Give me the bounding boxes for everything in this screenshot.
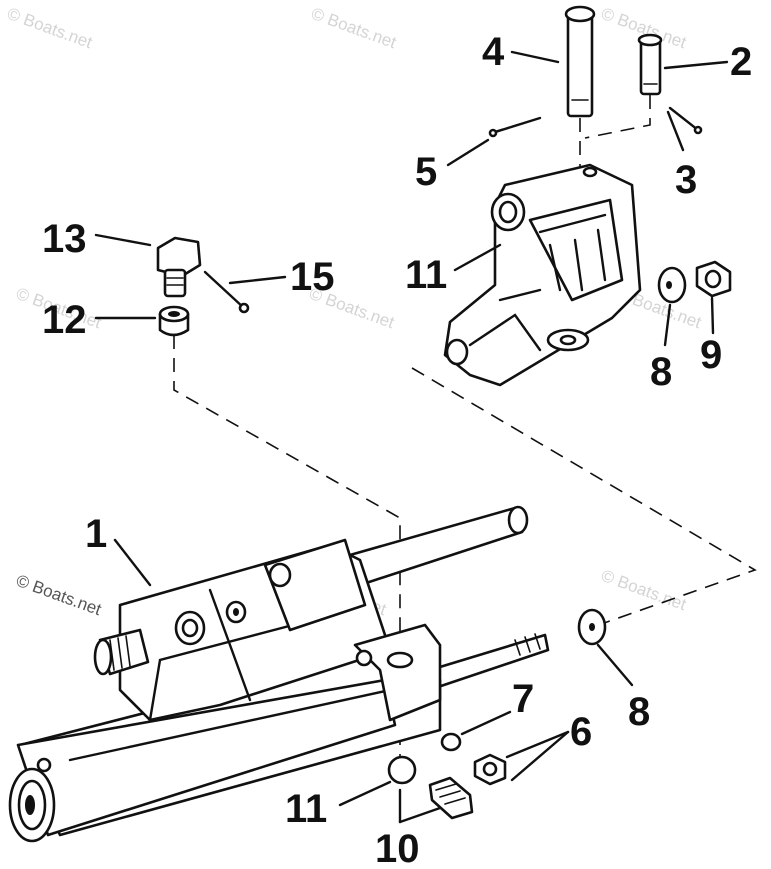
alignment-line (584, 95, 651, 139)
part-5-cotter-pin (488, 116, 542, 138)
alignment-line (411, 367, 757, 629)
leader-15 (228, 275, 287, 285)
watermark: © Boats.net (5, 4, 95, 52)
leader-8a (663, 303, 672, 347)
callout-15: 15 (290, 255, 335, 299)
watermark: © Boats.net (309, 4, 399, 52)
callout-13: 12 (42, 298, 87, 342)
callout-2: 2 (730, 40, 752, 84)
part-1-cylinder-assembly (8, 505, 550, 843)
callout-3: 3 (675, 158, 697, 202)
part-6-fitting (473, 753, 507, 786)
alignment-line (173, 335, 401, 660)
callout-5: 5 (415, 150, 437, 194)
callout-9: 9 (700, 333, 722, 377)
part-12-bracket (443, 163, 642, 387)
part-10-fitting (428, 776, 474, 820)
leader-lines (94, 50, 729, 824)
part-15-pin (203, 270, 250, 314)
watermark: © Boats.net (14, 571, 104, 619)
watermark: © Boats.net (599, 566, 689, 614)
callout-11: 11 (285, 787, 327, 831)
leader-10b (398, 806, 442, 824)
callout-8-bottom: 8 (628, 690, 650, 734)
leader-6a (505, 730, 570, 759)
leader-5 (446, 138, 490, 167)
callout-6: 6 (570, 710, 592, 754)
part-13-sleeve (158, 305, 190, 337)
part-7-o-ring (440, 732, 462, 752)
part-9-nut (695, 260, 732, 298)
leader-7 (460, 710, 512, 736)
leader-2 (663, 60, 729, 70)
callout-4: 4 (482, 30, 505, 74)
callout-7: 7 (512, 677, 534, 721)
callout-1: 1 (85, 512, 107, 556)
part-8-washer-top (657, 266, 687, 304)
callout-10: 10 (375, 827, 420, 869)
leader-9 (710, 296, 715, 335)
leader-12 (453, 243, 502, 272)
leader-3 (666, 110, 685, 152)
callout-labels: 4 2 3 5 11 13 15 12 8 9 1 8 7 6 11 10 (42, 30, 752, 869)
part-8-washer-bottom (577, 608, 607, 646)
part-2-short-pin (637, 33, 663, 96)
leader-6b (510, 730, 570, 782)
leader-1 (113, 538, 152, 587)
part-14-bolt (156, 236, 202, 298)
part-4-long-pin (564, 5, 596, 118)
callout-14: 13 (42, 217, 87, 261)
callout-12: 11 (405, 253, 447, 297)
leader-8b (596, 643, 634, 687)
leader-4 (510, 50, 560, 64)
callout-8-top: 8 (650, 350, 672, 394)
leader-14 (94, 233, 152, 247)
part-3-cotter-pin (668, 106, 703, 135)
leader-11 (338, 780, 392, 807)
part-11-o-ring (387, 755, 417, 785)
